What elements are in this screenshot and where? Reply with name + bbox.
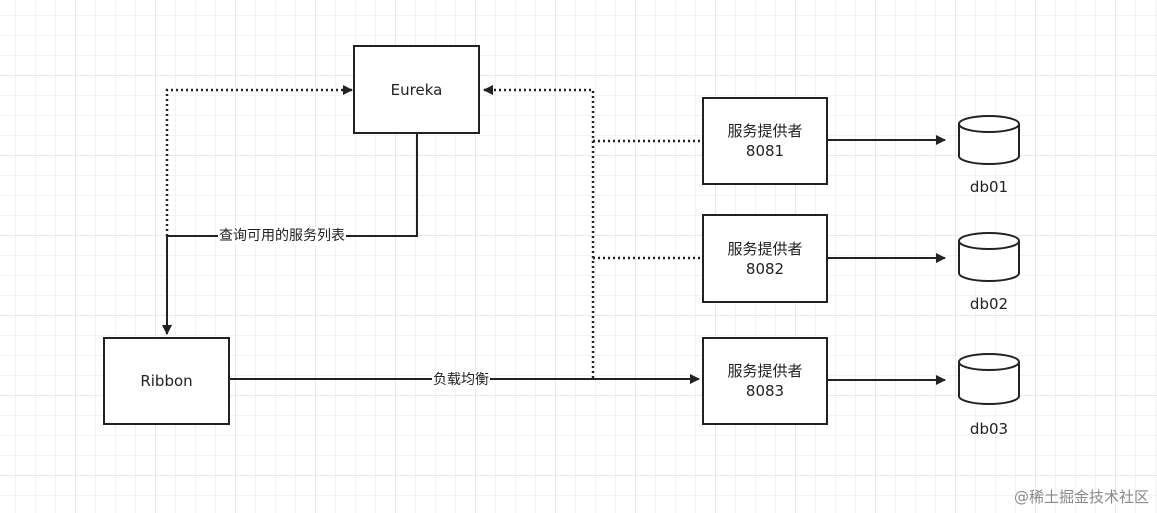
providers-register-dotted-arrow <box>483 85 595 378</box>
database-icon <box>958 115 1020 165</box>
db03-label: db03 <box>969 420 1009 438</box>
ribbon-to-eureka-dotted-arrow <box>165 85 353 236</box>
eureka-label: Eureka <box>390 80 443 99</box>
database-icon <box>958 232 1020 282</box>
provider-name: 服务提供者 <box>727 122 803 140</box>
provider-name: 服务提供者 <box>727 362 803 380</box>
provider-port: 8083 <box>745 382 785 400</box>
query-service-list-label: 查询可用的服务列表 <box>218 227 346 245</box>
db02-label: db02 <box>969 295 1009 313</box>
database-icon <box>958 353 1020 405</box>
provider-port: 8081 <box>745 142 785 160</box>
provider-node-8083: 服务提供者 8083 <box>702 337 828 425</box>
eureka-node: Eureka <box>353 45 480 134</box>
provider-node-8081: 服务提供者 8081 <box>702 97 828 185</box>
ribbon-node: Ribbon <box>103 337 230 425</box>
load-balance-label: 负载均衡 <box>432 371 490 389</box>
db01-label: db01 <box>969 178 1009 196</box>
watermark: @稀土掘金技术社区 <box>1013 488 1149 506</box>
provider-name: 服务提供者 <box>727 239 803 258</box>
provider-node-8082: 服务提供者 8082 <box>702 214 828 303</box>
provider-port: 8082 <box>745 259 785 278</box>
ribbon-label: Ribbon <box>140 372 193 390</box>
